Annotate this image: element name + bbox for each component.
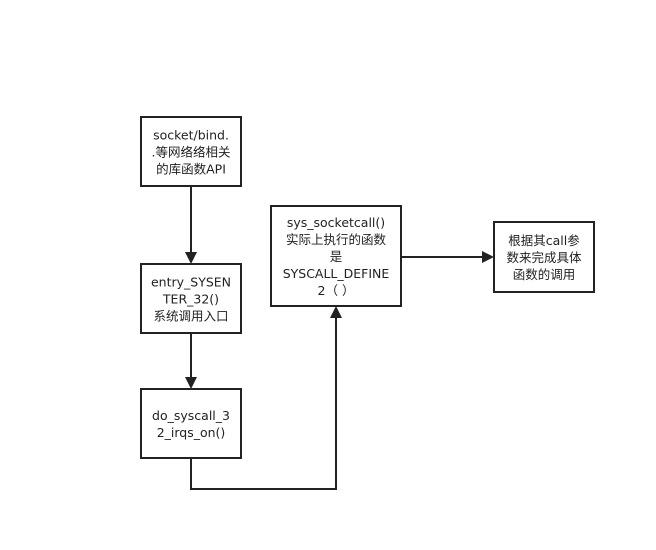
node-label-line: SYSCALL_DEFINE xyxy=(283,266,390,281)
node-label-line: 系统调用入口 xyxy=(153,308,228,323)
node-label-line: sys_socketcall() xyxy=(287,215,385,230)
node-label-line: 数来完成具体 xyxy=(506,250,582,265)
edge-api-to-entry xyxy=(185,186,197,264)
arrowhead-icon xyxy=(185,252,197,264)
node-label-line: 函数的调用 xyxy=(513,267,576,282)
edge-entry-to-dosyscall xyxy=(185,333,197,389)
node-label-line: 实际上执行的函数 xyxy=(286,232,387,247)
node-label-line: .等网络络相关 xyxy=(152,144,231,159)
node-label-line: TER_32() xyxy=(162,291,219,306)
node-label-line: 2（ ） xyxy=(318,283,355,298)
node-label-line: do_syscall_3 xyxy=(152,408,230,423)
node-box xyxy=(140,263,242,334)
node-box xyxy=(270,205,402,307)
arrowhead-icon xyxy=(185,377,197,389)
node-box xyxy=(140,388,242,459)
edge-line xyxy=(190,318,337,490)
node-do-syscall: do_syscall_3 2_irqs_on() xyxy=(140,388,242,459)
node-label-line: 的库函数API xyxy=(156,161,226,176)
node-label-line: 2_irqs_on() xyxy=(157,425,226,440)
node-label-line: entry_SYSEN xyxy=(151,274,231,289)
arrowhead-icon xyxy=(482,251,494,263)
edge-dosyscall-to-socketcall xyxy=(190,306,342,490)
edge-socketcall-to-define xyxy=(401,251,494,263)
node-box xyxy=(493,221,595,293)
node-entry-sysenter: entry_SYSEN TER_32() 系统调用入口 xyxy=(140,263,242,334)
edge-layer xyxy=(185,186,494,490)
node-box xyxy=(140,116,242,187)
node-label-line: 根据其call参 xyxy=(508,233,580,248)
node-label-line: 是 xyxy=(330,249,343,264)
node-label-line: socket/bind. xyxy=(153,127,229,142)
arrowhead-icon xyxy=(330,306,342,318)
